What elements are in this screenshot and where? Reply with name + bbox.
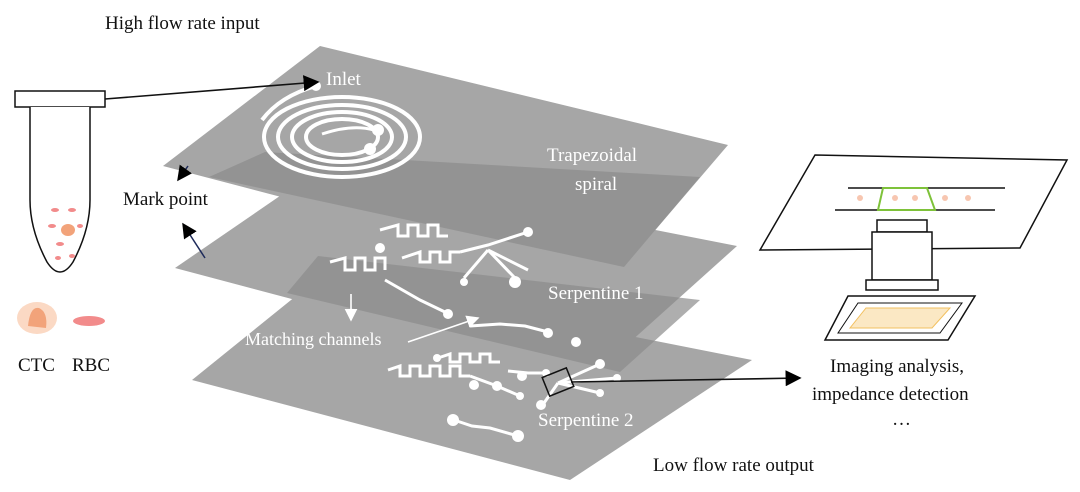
- overlap-region-bottom: [287, 256, 700, 372]
- imaging-label-ellipsis: …: [892, 409, 911, 430]
- detection-window-box: [541, 366, 575, 398]
- ctc-label: CTC: [18, 355, 55, 376]
- serpentine-1-channels: [329, 223, 549, 334]
- trapezoidal-spiral-label-line1: Trapezoidal: [547, 145, 638, 166]
- tube-ctc-cell: [61, 224, 75, 236]
- ctc-cell-icon: [17, 302, 57, 334]
- microscope-setup: [758, 154, 1069, 341]
- serpentine-2-ports: [433, 354, 621, 442]
- matching-arrow-right: [407, 315, 480, 343]
- overlap-region-top: [209, 152, 700, 267]
- inlet-label: Inlet: [326, 69, 361, 90]
- sample-tube: [14, 90, 106, 273]
- spiral-channel: [260, 84, 422, 179]
- rbc-cell-icon: [73, 316, 105, 326]
- tube-cells: [48, 208, 83, 260]
- matching-channels-label: Matching channels: [245, 329, 382, 349]
- trapezoidal-spiral-label-line2: spiral: [575, 174, 618, 195]
- serpentine-1-ports: [375, 227, 581, 347]
- serpentine-2-label: Serpentine 2: [538, 410, 634, 431]
- serpentine-1-label: Serpentine 1: [548, 283, 644, 304]
- high-flow-input-label: High flow rate input: [105, 13, 260, 34]
- mark-point-label: Mark point: [123, 189, 208, 210]
- imaging-label-line2: impedance detection: [812, 384, 969, 405]
- low-flow-output-label: Low flow rate output: [653, 455, 814, 476]
- mark-point-arrow-lower: [182, 222, 206, 259]
- imaging-label-line1: Imaging analysis,: [830, 356, 965, 377]
- rbc-label: RBC: [72, 355, 111, 376]
- input-arrow: [104, 75, 320, 100]
- mark-point-arrow-upper: [177, 164, 192, 182]
- output-arrow: [570, 370, 802, 387]
